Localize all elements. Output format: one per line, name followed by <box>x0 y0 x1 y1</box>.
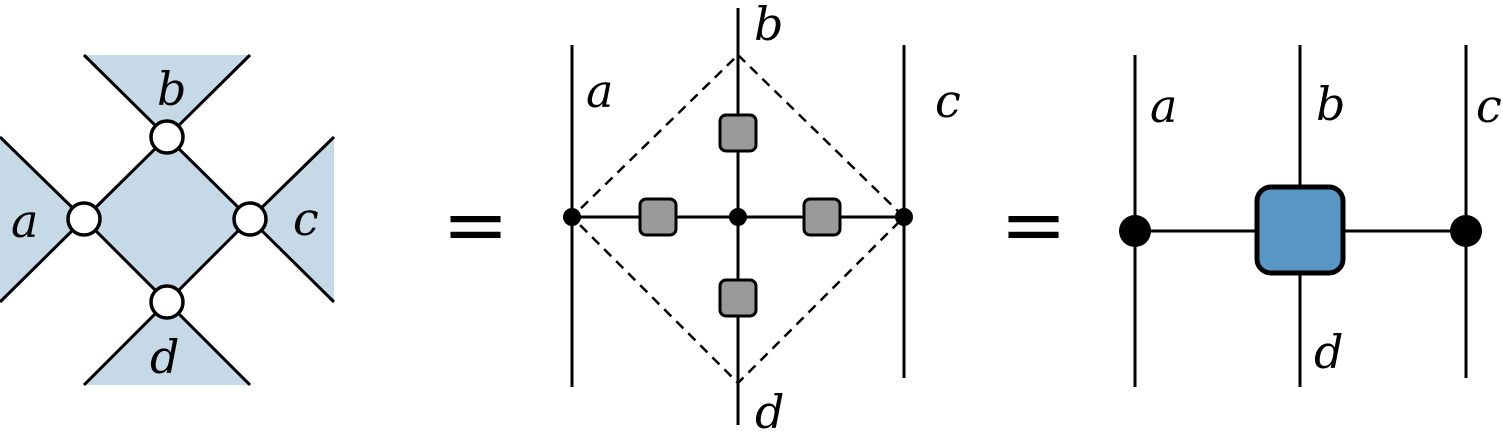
label-b: b <box>1316 77 1345 131</box>
label-d: d <box>150 330 179 384</box>
dot-right <box>1450 215 1482 247</box>
label-c: c <box>293 192 319 246</box>
middle-dots <box>563 208 913 226</box>
small-box-top <box>718 113 758 153</box>
tensor-box <box>1254 184 1346 276</box>
equals-sign-2: = <box>1000 178 1067 271</box>
equals-sign-1: = <box>442 178 509 271</box>
label-a: a <box>1150 79 1177 133</box>
small-box-left <box>638 197 678 237</box>
small-box-right <box>802 197 842 237</box>
dot-center <box>729 208 747 226</box>
node-top <box>149 119 185 155</box>
right-dots <box>1119 215 1482 247</box>
left-nodes <box>66 119 268 320</box>
node-left <box>66 201 102 237</box>
shade-center <box>84 137 250 302</box>
small-boxes <box>638 113 842 318</box>
label-a: a <box>11 194 38 248</box>
label-d: d <box>1314 325 1343 379</box>
right-figure: a b c d <box>1119 45 1502 387</box>
dot-left <box>563 208 581 226</box>
node-bottom <box>149 284 185 320</box>
label-c: c <box>1476 79 1502 133</box>
dot-right <box>895 208 913 226</box>
node-right <box>232 201 268 237</box>
label-d: d <box>755 385 784 434</box>
middle-figure: b a c d <box>563 0 961 434</box>
label-a: a <box>586 64 613 118</box>
shade-top <box>84 55 250 137</box>
left-figure: b a c d <box>0 53 336 387</box>
shade-bottom <box>84 302 250 385</box>
label-b: b <box>754 0 783 51</box>
shade-left <box>0 137 84 302</box>
dot-left <box>1119 215 1151 247</box>
label-b: b <box>157 62 186 116</box>
label-c: c <box>935 74 961 128</box>
shade-right <box>250 137 334 302</box>
small-box-bottom <box>718 278 758 318</box>
